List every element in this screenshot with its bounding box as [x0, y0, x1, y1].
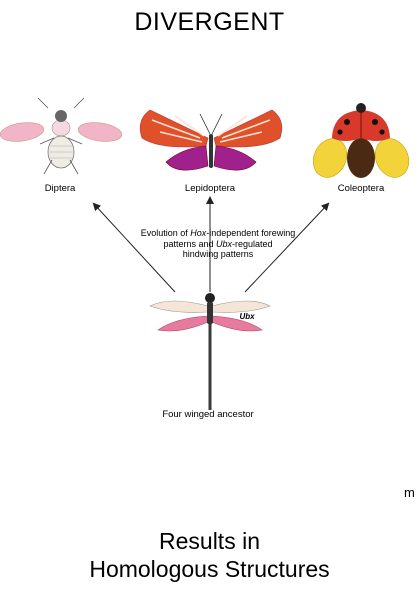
insect-evolution-diagram: [0, 80, 419, 500]
evolution-caption: Evolution of Hox-independent forewing pa…: [128, 228, 308, 260]
lepidoptera-label: Lepidoptera: [170, 183, 250, 194]
results-caption: Results in Homologous Structures: [0, 527, 419, 583]
results-line-2: Homologous Structures: [0, 555, 419, 583]
coleoptera-label: Coleoptera: [326, 183, 396, 194]
four-winged-ancestor-illustration: [150, 293, 270, 410]
cropped-text-fragment: m: [404, 485, 415, 500]
diptera-fly-illustration: [0, 98, 123, 174]
results-line-1: Results in: [0, 527, 419, 555]
ubx-wing-label: Ubx: [232, 312, 262, 321]
ancestor-label: Four winged ancestor: [128, 409, 288, 420]
lepidoptera-butterfly-illustration: [140, 110, 282, 170]
slide-title: DIVERGENT: [0, 8, 419, 37]
coleoptera-ladybug-illustration: [307, 103, 415, 183]
diptera-label: Diptera: [30, 183, 90, 194]
